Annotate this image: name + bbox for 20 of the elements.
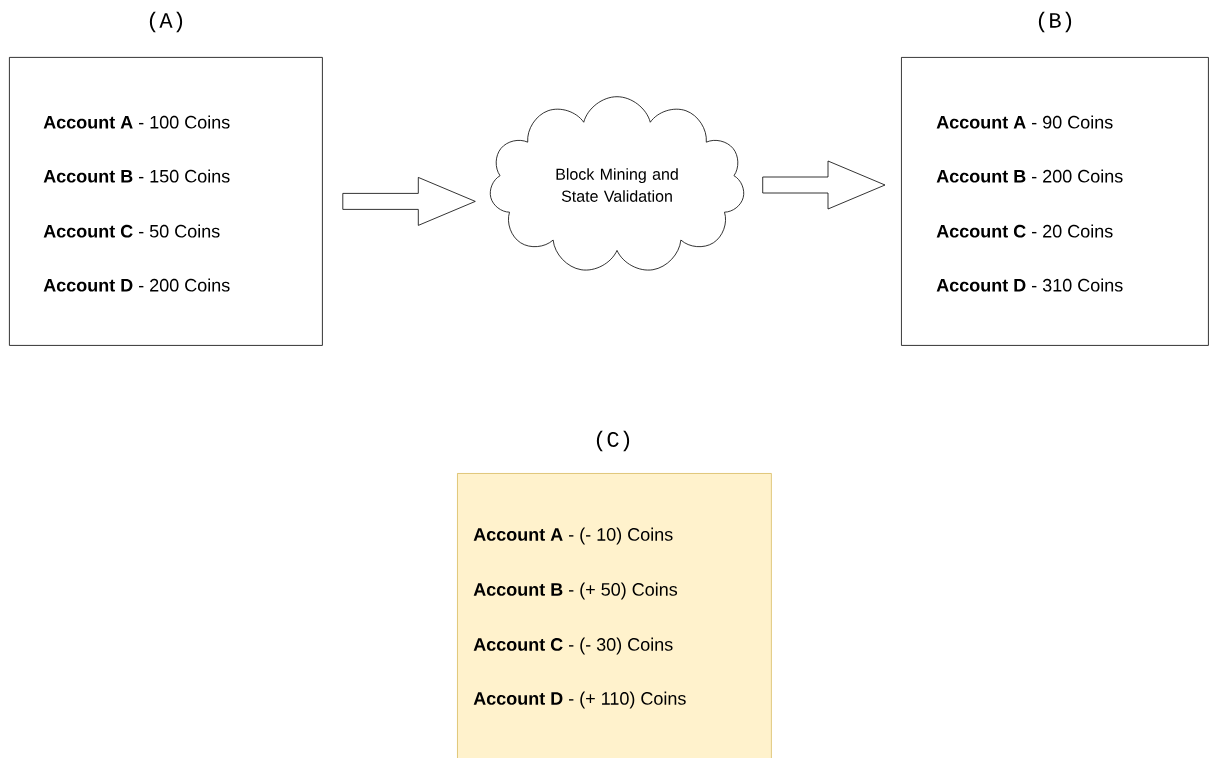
- balance-text: Account B - (+ 50) Coins: [473, 582, 678, 600]
- balance-text: Account D - 310 Coins: [936, 278, 1123, 292]
- balance-text: Account C - 20 Coins: [936, 224, 1113, 238]
- balance-text: Account B - 150 Coins: [43, 169, 230, 183]
- balance-text: Account A - 100 Coins: [43, 115, 230, 129]
- balance-text: Account D - (+ 110) Coins: [473, 691, 686, 709]
- balance-text: Account C - 50 Coins: [43, 224, 220, 238]
- account-box: [901, 11, 1209, 346]
- balance-text: Account B - 200 Coins: [936, 169, 1123, 183]
- balance-text: Account C - (- 30) Coins: [473, 637, 673, 655]
- panel-heading: (C): [596, 430, 630, 452]
- panel-heading: (A): [149, 11, 183, 33]
- balance-text: Account A - 90 Coins: [936, 115, 1113, 129]
- account-box: [457, 430, 772, 758]
- balance-text: Account A - (- 10) Coins: [473, 527, 673, 545]
- panel-heading: (B): [1038, 11, 1072, 33]
- block-arrow: [762, 160, 886, 210]
- account-box: [9, 11, 323, 346]
- balance-text: Account D - 200 Coins: [43, 278, 230, 292]
- block-arrow: [342, 177, 476, 226]
